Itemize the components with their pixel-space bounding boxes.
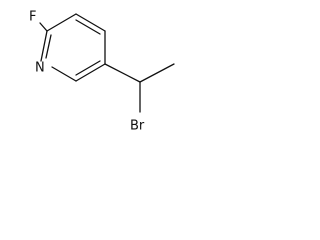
pyridine-ring	[40, 13, 106, 82]
bond-ch-methyl	[139, 63, 175, 83]
bond-c5-c6-inner	[75, 60, 101, 76]
bond-c5-c6	[75, 63, 106, 82]
atom-label-fluorine: F	[29, 10, 36, 25]
bond-c3-c4-inner	[75, 19, 101, 35]
chemical-structure: F N Br	[29, 10, 175, 134]
bond-c5-ch	[104, 63, 141, 83]
bond-c2-c3	[46, 13, 77, 32]
bond-n1-c2	[40, 30, 48, 62]
atom-label-bromine: Br	[130, 119, 145, 134]
bond-c2-f	[39, 22, 48, 32]
bond-n1-c2-inner	[45, 34, 52, 59]
atom-label-nitrogen: N	[35, 61, 45, 76]
bond-c6-n1	[51, 66, 77, 82]
bond-c3-c4	[75, 13, 106, 32]
